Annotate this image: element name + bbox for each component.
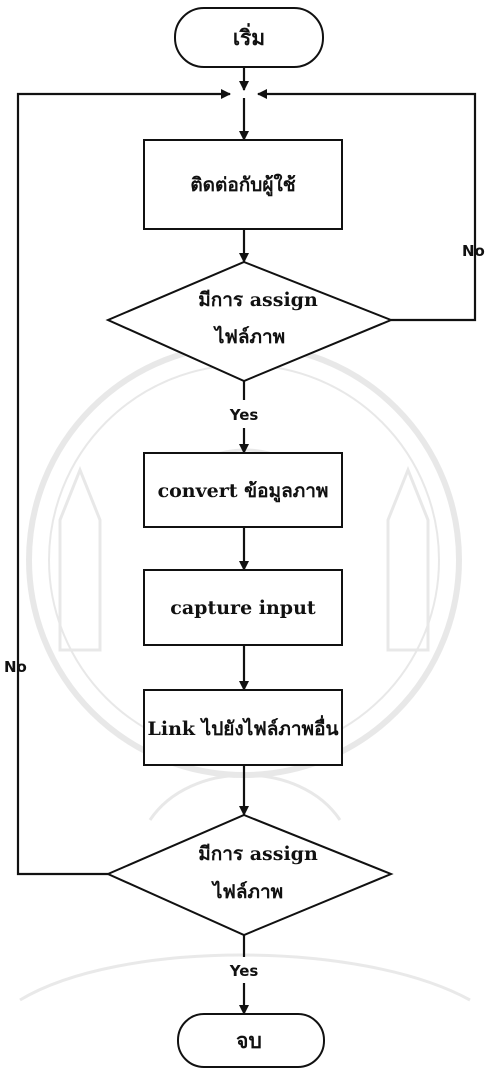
process-capture-input: capture input <box>143 569 343 646</box>
end-label: จบ <box>236 1028 262 1053</box>
convert-label: convert ข้อมูลภาพ <box>158 480 329 503</box>
process-contact-user: ติดต่อกับผู้ใช้ <box>143 139 343 230</box>
capture-label: capture input <box>170 597 316 619</box>
decision2-line1: มีการ assign <box>198 843 318 865</box>
connectors <box>16 67 477 1015</box>
decision-1: มีการ assign ไฟล์ภาพ <box>105 260 394 383</box>
decision1-line1: มีการ assign <box>198 289 318 311</box>
edge-label-yes-2: Yes <box>229 962 259 980</box>
edge-label-no-left: No <box>4 658 27 676</box>
decision1-line2: ไฟล์ภาพ <box>213 325 285 348</box>
edge-label-yes-1: Yes <box>229 406 259 424</box>
decision2-line2: ไฟล์ภาพ <box>211 880 283 903</box>
edge-decision2-no-loop <box>16 89 231 876</box>
process-convert: convert ข้อมูลภาพ <box>143 452 343 528</box>
end-terminator: จบ <box>177 1013 325 1068</box>
process-link: Link ไปยังไฟล์ภาพอื่น <box>143 689 343 766</box>
link-label: Link ไปยังไฟล์ภาพอื่น <box>148 715 339 740</box>
start-label: เริ่ม <box>233 22 265 50</box>
edge-decision1-no-loop <box>257 89 477 322</box>
start-terminator: เริ่ม <box>174 7 324 68</box>
decision-2: มีการ assign ไฟล์ภาพ <box>105 813 394 937</box>
edge-label-no-right: No <box>462 242 485 260</box>
contact-user-label: ติดต่อกับผู้ใช้ <box>190 173 295 197</box>
